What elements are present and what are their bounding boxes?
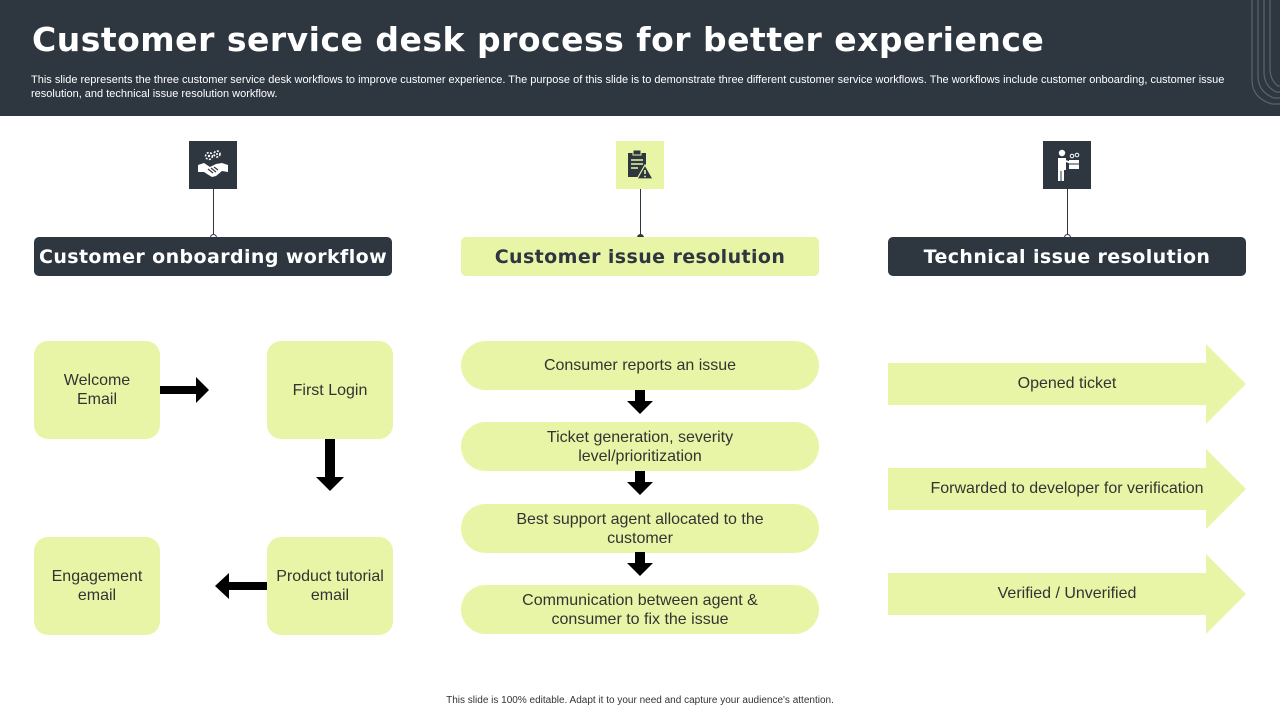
person-with-box-icon — [1043, 141, 1091, 189]
arrow-down-icon — [627, 471, 653, 495]
node-consumer-reports-issue: Consumer reports an issue — [461, 341, 819, 390]
clipboard-warning-icon — [616, 141, 664, 189]
arrow-step-label: Verified / Unverified — [997, 585, 1137, 602]
connector-line-onboarding — [213, 189, 214, 238]
page-title: Customer service desk process for better… — [32, 20, 1045, 59]
arrow-step-verified: Verified / Unverified — [888, 554, 1246, 634]
connector-line-technical — [1067, 189, 1068, 238]
node-product-tutorial-email: Product tutorial email — [267, 537, 393, 635]
node-support-agent-allocated: Best support agent allocated to the cust… — [461, 504, 819, 553]
node-communication-fix-issue: Communication between agent & consumer t… — [461, 585, 819, 634]
arrow-down-icon — [627, 390, 653, 414]
header-bar: Customer service desk process for better… — [0, 0, 1280, 116]
handshake-gears-icon — [189, 141, 237, 189]
corner-lines-decoration — [1251, 0, 1280, 105]
column-header-issue: Customer issue resolution — [461, 237, 819, 276]
node-engagement-email: Engagement email — [34, 537, 160, 635]
arrow-right-icon — [160, 377, 209, 403]
arrow-step-label: Forwarded to developer for verification — [930, 480, 1204, 497]
node-first-login: First Login — [267, 341, 393, 439]
page-subtitle: This slide represents the three customer… — [31, 74, 1225, 100]
arrow-step-label: Opened ticket — [1017, 375, 1117, 392]
node-welcome-email: Welcome Email — [34, 341, 160, 439]
footer-note: This slide is 100% editable. Adapt it to… — [446, 695, 834, 706]
connector-line-issue — [640, 189, 641, 238]
arrow-step-forwarded-developer: Forwarded to developer for verification — [888, 449, 1246, 529]
arrow-down-icon — [627, 552, 653, 576]
arrow-step-opened-ticket: Opened ticket — [888, 344, 1246, 424]
node-ticket-generation: Ticket generation, severity level/priori… — [461, 422, 819, 471]
arrow-left-icon — [215, 573, 267, 599]
column-header-onboarding: Customer onboarding workflow — [34, 237, 392, 276]
column-header-technical: Technical issue resolution — [888, 237, 1246, 276]
arrow-down-icon — [316, 439, 344, 491]
